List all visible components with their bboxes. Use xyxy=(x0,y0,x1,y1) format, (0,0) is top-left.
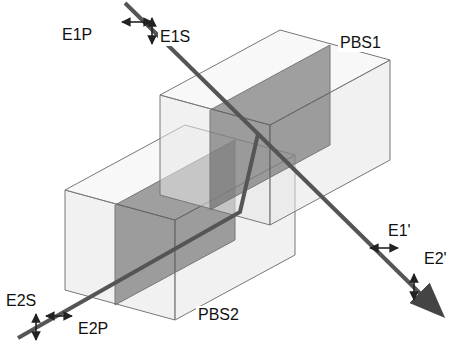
field-label: E1S xyxy=(158,28,192,46)
p-polarization xyxy=(46,315,72,317)
p-polarization xyxy=(122,21,152,23)
field-label: E2S xyxy=(4,292,38,310)
field-label: E2' xyxy=(422,250,449,268)
p-polarization xyxy=(370,247,398,249)
second-beam xyxy=(18,134,258,338)
field-label: E1' xyxy=(386,222,413,240)
component-label: PBS2 xyxy=(196,306,241,324)
field-label: E2P xyxy=(76,320,110,338)
s-polarization xyxy=(413,274,415,300)
polarization-markers xyxy=(36,18,414,340)
s-polarization xyxy=(35,314,37,340)
field-label: E1P xyxy=(60,26,94,44)
s-polarization xyxy=(151,18,153,44)
component-label: PBS1 xyxy=(338,34,383,52)
main-beam xyxy=(125,3,440,313)
pbs1-cube xyxy=(160,30,390,225)
